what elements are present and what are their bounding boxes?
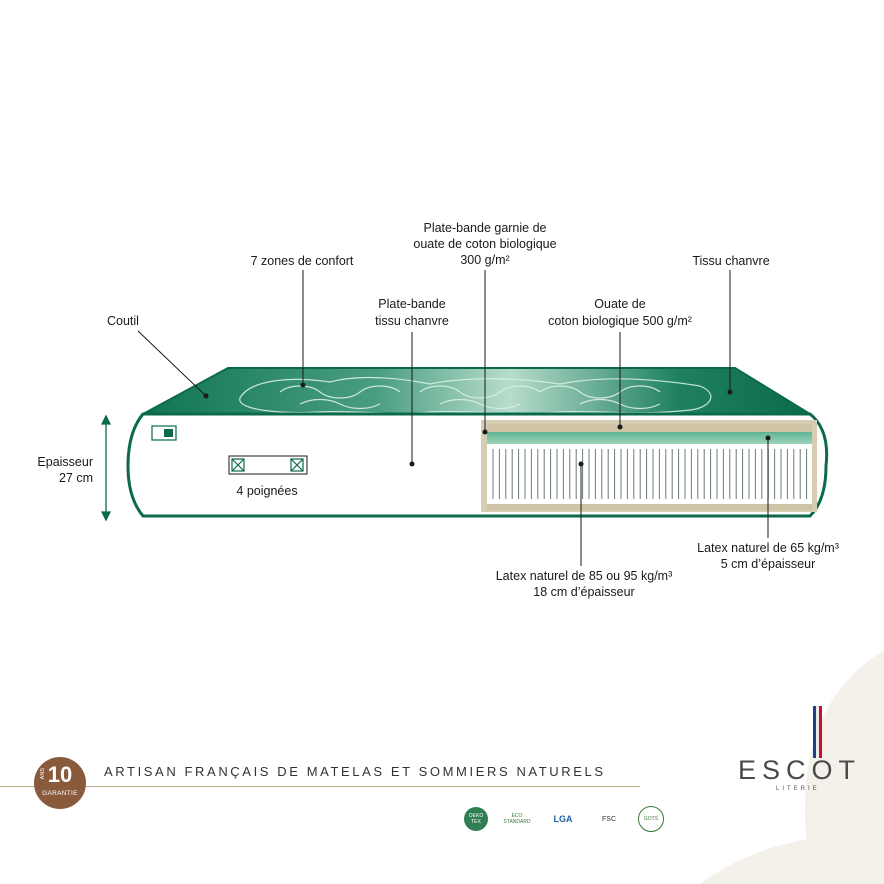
gots-icon: GOTS	[638, 806, 664, 832]
label-plate-garnie-2: ouate de coton biologique	[413, 237, 556, 251]
certification-logos: OEKO TEX ECO STANDARD LGA FSC GOTS	[464, 806, 664, 832]
label-ouate-2: coton biologique 500 g/m²	[548, 314, 692, 328]
oeko-tex-icon: OEKO TEX	[464, 807, 488, 831]
label-plate-garnie-1: Plate-bande garnie de	[423, 221, 546, 235]
cutaway-section	[481, 420, 817, 512]
footer-divider	[0, 786, 640, 787]
brand-logo-sub: LITERIE	[776, 786, 820, 792]
label-plate-tissu-2: tissu chanvre	[375, 314, 449, 328]
leaf-decoration-icon	[804, 650, 884, 884]
warranty-badge: 10 ANS GARANTIE	[34, 757, 86, 809]
label-latex65-2: 5 cm d’épaisseur	[721, 557, 816, 571]
label-tissu-chanvre: Tissu chanvre	[692, 254, 769, 268]
mattress-top-face	[142, 367, 814, 415]
flag-red-stripe	[819, 706, 822, 758]
latex-85-core	[487, 444, 812, 504]
label-epaisseur-1: Epaisseur	[37, 455, 93, 469]
warranty-ans: ANS	[40, 768, 46, 780]
label-latex65-1: Latex naturel de 65 kg/m³	[697, 541, 839, 555]
thickness-arrow	[100, 414, 112, 522]
leader-lines	[137, 270, 771, 566]
eco-standard-icon: ECO STANDARD	[503, 813, 531, 825]
warranty-garantie: GARANTIE	[42, 790, 78, 797]
label-ouate-1: Ouate de	[594, 297, 645, 311]
label-latex85-2: 18 cm d’épaisseur	[533, 585, 634, 599]
latex-65-layer	[487, 432, 812, 444]
label-zones: 7 zones de confort	[251, 254, 354, 268]
label-latex85-1: Latex naturel de 85 ou 95 kg/m³	[496, 569, 673, 583]
flag-blue-stripe	[813, 706, 816, 758]
flag-white-stripe	[816, 706, 819, 758]
brand-logo: ESCOT	[738, 755, 862, 785]
label-plate-tissu-1: Plate-bande	[378, 297, 445, 311]
latex-core-cells	[492, 449, 808, 499]
fsc-icon: FSC	[602, 815, 616, 823]
handle-icon	[228, 455, 308, 475]
label-poignees: 4 poignées	[236, 484, 297, 498]
label-plate-garnie-3: 300 g/m²	[460, 253, 509, 267]
label-coutil: Coutil	[107, 314, 139, 328]
leaf-decoration-icon-2	[700, 836, 884, 884]
brand-tagline: ARTISAN FRANÇAIS DE MATELAS ET SOMMIERS …	[104, 764, 606, 779]
brand-tag-logo	[164, 429, 173, 437]
lga-icon: LGA	[553, 814, 573, 824]
label-epaisseur-2: 27 cm	[59, 471, 93, 485]
warranty-number: 10	[47, 762, 73, 787]
